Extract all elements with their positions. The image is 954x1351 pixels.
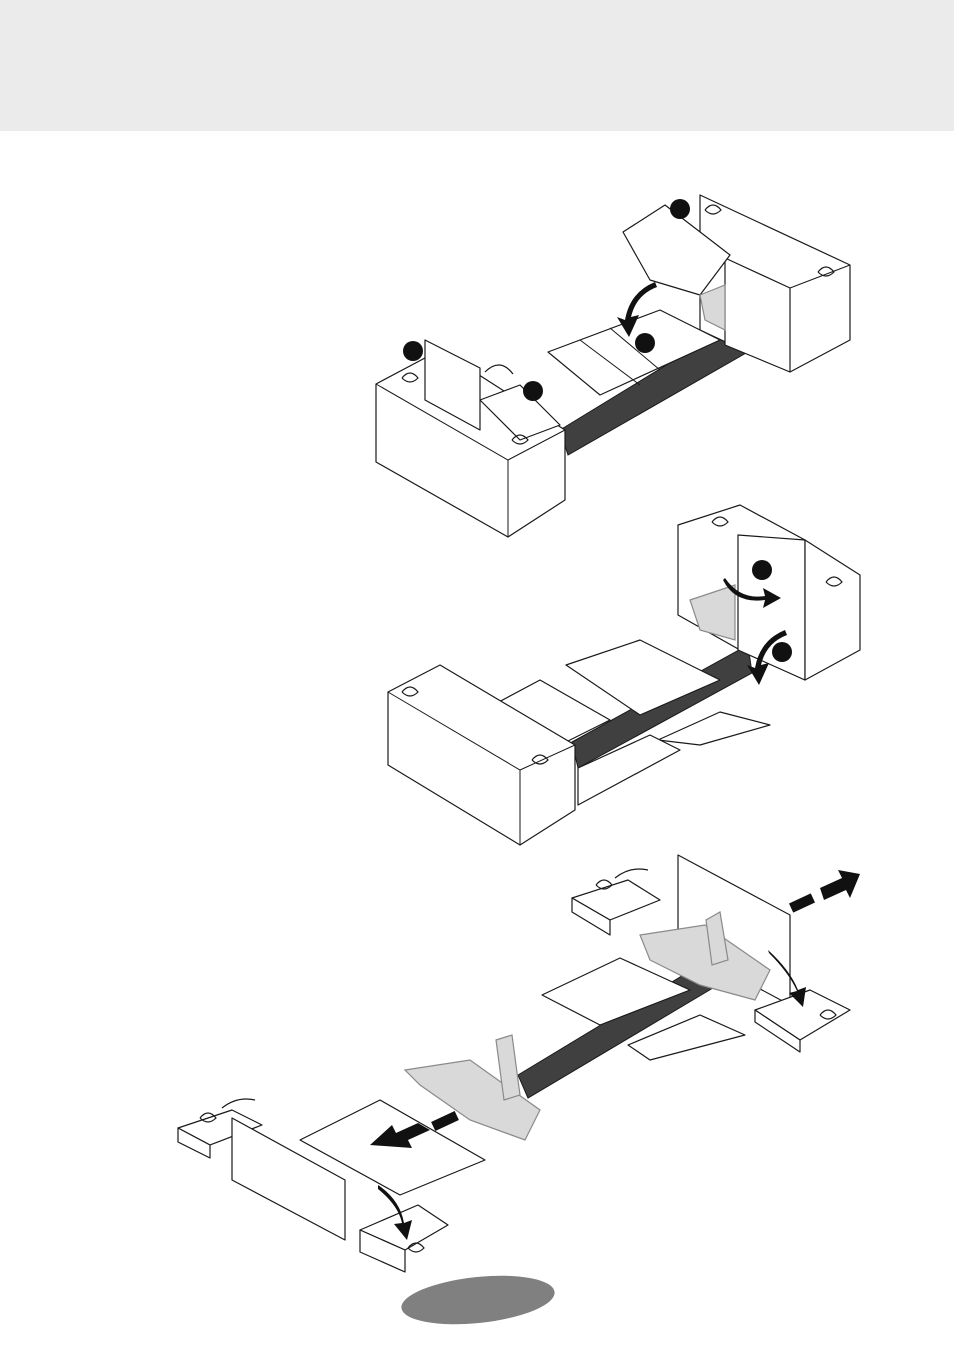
pull-out-arrow-icon: [820, 870, 860, 900]
step-marker: [403, 341, 423, 361]
footer-oval: [399, 1269, 557, 1331]
rotate-arrow-icon: [222, 1099, 255, 1108]
step-marker: [635, 333, 655, 353]
rotate-arrow-icon: [485, 365, 513, 374]
floor-panel: [566, 640, 720, 715]
step-2-illustration: [388, 505, 860, 845]
step-marker: [772, 642, 792, 662]
step-marker: [523, 381, 543, 401]
step-marker: [670, 199, 690, 219]
step-marker: [752, 560, 772, 580]
rotate-arrow-icon: [615, 869, 648, 878]
step-3-illustration: [178, 855, 860, 1272]
step-1-illustration: [376, 195, 850, 537]
floor-panel: [658, 712, 770, 745]
